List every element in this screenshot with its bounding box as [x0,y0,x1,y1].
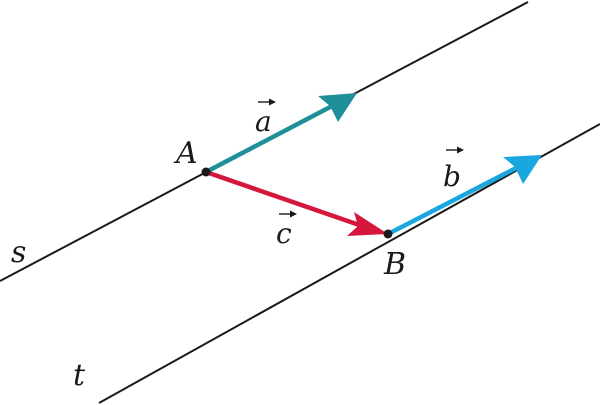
line-t-label: t [73,358,86,393]
vector-b-label: b [443,160,461,193]
vector-a [204,93,357,174]
line-t [98,123,600,404]
point-A-label: A [173,136,198,171]
vector-a-overarrow-icon [258,98,276,106]
line-s-label: s [11,235,26,270]
vector-c-label-group: c [276,210,297,250]
point-A [201,167,211,177]
vector-a-shaft [204,103,336,174]
vector-b-shaft [386,163,522,237]
point-B [383,229,393,239]
vector-b-arrowhead [503,155,542,184]
vector-c-shaft [205,169,369,231]
vector-a-label-group: a [255,98,276,138]
vector-a-label: a [255,105,272,138]
vector-a-arrowhead [318,93,357,122]
vector-b-overarrow-icon [446,146,464,154]
vector-c-arrowhead [347,212,388,236]
vector-c-overarrow-icon [279,210,297,218]
vector-b [386,155,542,237]
vector-b-label-group: b [443,146,464,193]
point-B-label: B [383,247,406,282]
vector-c [205,169,388,236]
vector-c-label: c [276,217,292,250]
